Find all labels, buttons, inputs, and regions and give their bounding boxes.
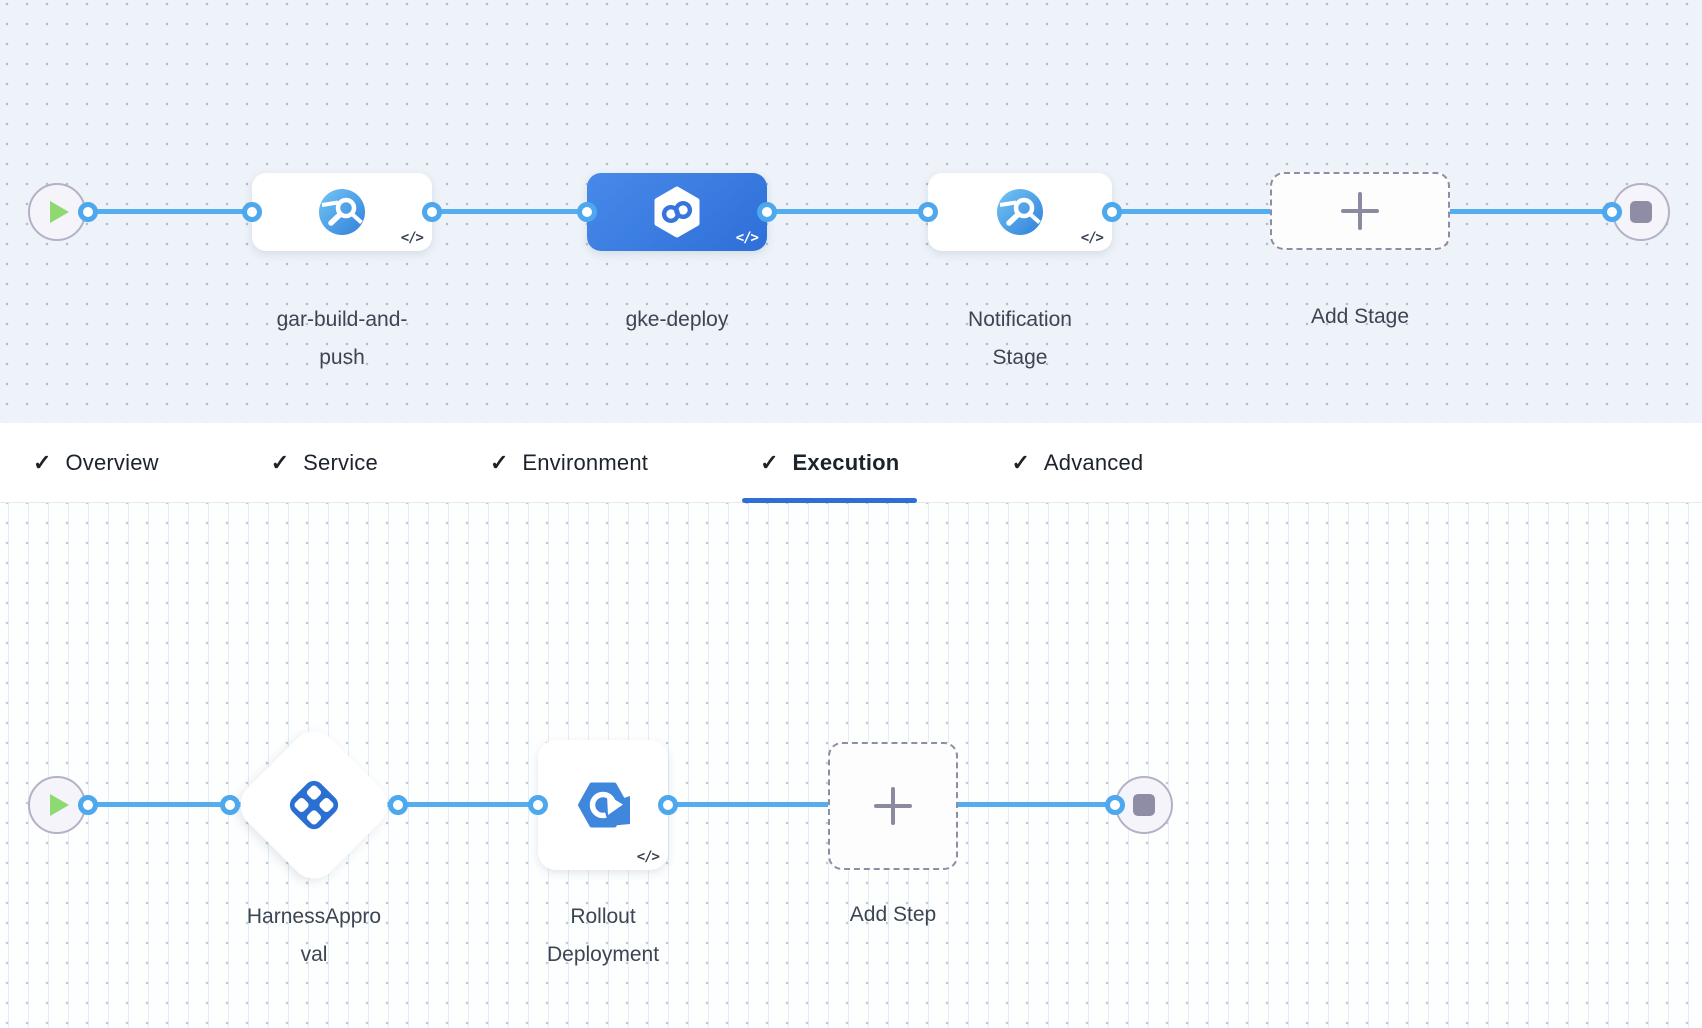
check-icon: ✓ [33, 449, 52, 475]
check-icon: ✓ [489, 449, 509, 475]
step-node-rollout-deployment[interactable]: </> [538, 740, 668, 870]
connector-point[interactable] [1602, 202, 1622, 222]
rollout-deployment-icon [578, 782, 630, 828]
add-step-button[interactable] [828, 742, 958, 870]
connector-point[interactable] [78, 795, 98, 815]
connector-point[interactable] [1105, 795, 1125, 815]
stage-label-gke-deploy: gke-deploy [625, 308, 729, 331]
tab-service[interactable]: ✓ Service [271, 423, 378, 502]
play-icon [50, 794, 69, 816]
stage-config-tabbar: ✓ Overview ✓ Service ✓ Environment ✓ Exe… [0, 423, 1702, 503]
tab-overview[interactable]: ✓ Overview [33, 423, 159, 502]
stage-node-gar-build-and-push[interactable]: </> [252, 173, 432, 251]
tab-execution[interactable]: ✓ Execution [742, 423, 918, 503]
custom-stage-icon [997, 189, 1043, 235]
tab-advanced[interactable]: ✓ Advanced [1011, 423, 1143, 502]
execution-end-node [1115, 776, 1173, 834]
tab-label: Environment [522, 449, 649, 475]
add-step-label: Add Step [849, 903, 937, 926]
connector-point[interactable] [388, 795, 408, 815]
stage-flow-line [88, 209, 1612, 214]
yaml-view-icon[interactable]: </> [400, 230, 424, 246]
tab-environment[interactable]: ✓ Environment [490, 423, 648, 502]
connector-point[interactable] [577, 202, 597, 222]
yaml-view-icon[interactable]: </> [636, 849, 660, 865]
pipeline-start-node [28, 183, 86, 241]
stop-icon [1630, 201, 1652, 223]
stop-icon [1133, 794, 1155, 816]
yaml-view-icon[interactable]: </> [1080, 230, 1104, 246]
plus-icon [1340, 191, 1380, 231]
custom-stage-icon [319, 189, 365, 235]
step-label-rollout-deployment: Rollout Deployment [546, 905, 660, 966]
stage-label-notification-stage: Notification Stage [968, 308, 1072, 369]
stage-label-gar-build-and-push: gar-build-and-push [276, 308, 408, 369]
plus-icon [873, 786, 913, 826]
tab-label: Overview [65, 449, 159, 475]
step-label-harness-approval: HarnessApproval [246, 905, 382, 966]
cd-stage-infinity-hexagon-icon [654, 186, 700, 238]
connector-point[interactable] [528, 795, 548, 815]
connector-point[interactable] [918, 202, 938, 222]
add-stage-label: Add Stage [1310, 305, 1410, 328]
yaml-view-icon[interactable]: </> [735, 230, 759, 246]
connector-point[interactable] [1102, 202, 1122, 222]
connector-point[interactable] [422, 202, 442, 222]
check-icon: ✓ [1011, 449, 1030, 475]
connector-point[interactable] [658, 795, 678, 815]
connector-point[interactable] [757, 202, 777, 222]
execution-start-node [28, 776, 86, 834]
stage-node-gke-deploy[interactable]: </> [587, 173, 767, 251]
add-stage-button[interactable] [1270, 172, 1450, 250]
stage-node-notification-stage[interactable]: </> [928, 173, 1112, 251]
tab-label: Execution [792, 449, 900, 475]
check-icon: ✓ [760, 449, 779, 475]
tab-label: Service [303, 449, 378, 475]
connector-point[interactable] [220, 795, 240, 815]
tab-label: Advanced [1043, 449, 1144, 475]
play-icon [50, 201, 69, 223]
check-icon: ✓ [270, 449, 290, 475]
connector-point[interactable] [78, 202, 98, 222]
connector-point[interactable] [242, 202, 262, 222]
